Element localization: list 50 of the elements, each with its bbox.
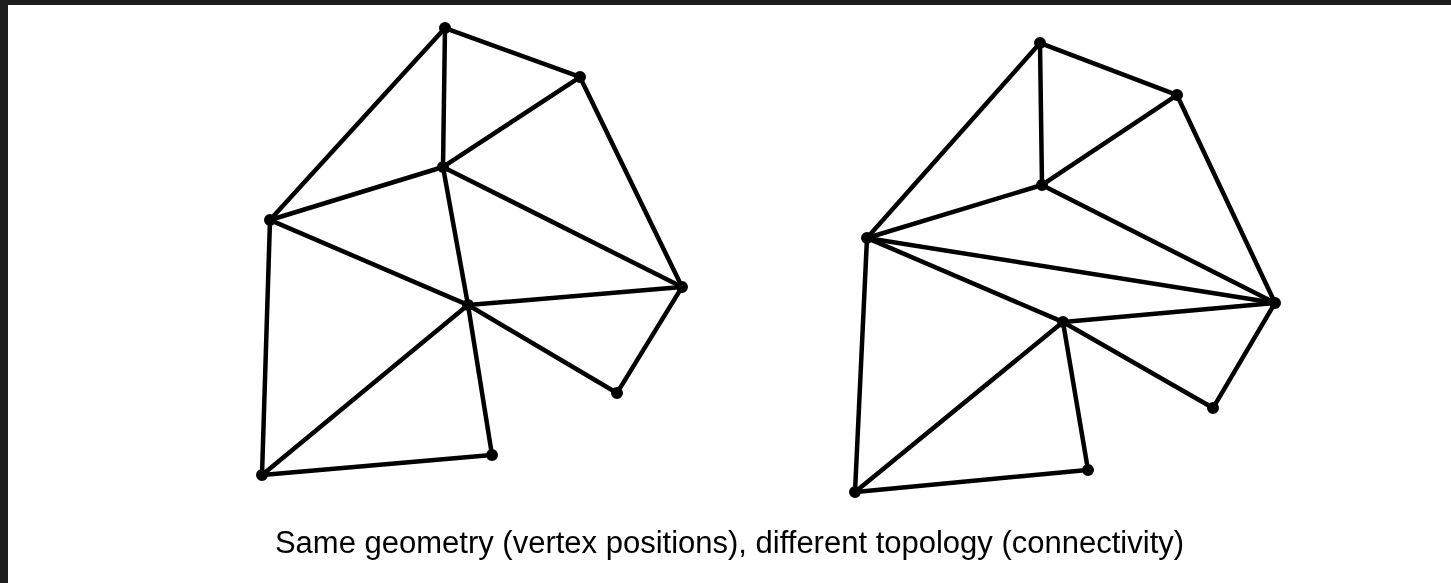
vertex-dot bbox=[462, 299, 474, 311]
caption: Same geometry (vertex positions), different topology (connectivity) bbox=[273, 525, 1186, 561]
vertex-dot bbox=[486, 449, 498, 461]
graph-edge bbox=[470, 305, 615, 393]
graph-edge bbox=[440, 31, 448, 164]
vertex-dot bbox=[264, 214, 276, 226]
graph-edge bbox=[1177, 98, 1275, 300]
vertex-dot bbox=[437, 161, 449, 173]
graph-edge bbox=[853, 241, 869, 489]
vertex-dot bbox=[1269, 297, 1281, 309]
graph-edge bbox=[441, 170, 470, 302]
graph-edge bbox=[264, 306, 466, 474]
vertex-dot bbox=[1057, 316, 1069, 328]
graph-edge bbox=[857, 323, 1061, 491]
graph-edge bbox=[1213, 305, 1275, 406]
graph-edge bbox=[1065, 322, 1211, 408]
vertex-dot bbox=[439, 22, 451, 34]
vertex-dot bbox=[1034, 37, 1046, 49]
vertex-dot bbox=[861, 232, 873, 244]
graph-edge bbox=[446, 167, 679, 287]
vertex-dot bbox=[574, 71, 586, 83]
vertex-dot bbox=[1082, 464, 1094, 476]
vertex-dot bbox=[676, 281, 688, 293]
graph-edge bbox=[617, 289, 682, 391]
graph-edge bbox=[259, 223, 273, 472]
graph-edge bbox=[271, 30, 444, 218]
graph-edge bbox=[870, 184, 1039, 239]
graph-edge bbox=[445, 78, 578, 166]
graph-edge bbox=[273, 166, 440, 221]
graph-edge bbox=[868, 45, 1039, 236]
graph-edge bbox=[1061, 325, 1090, 467]
graph-edge bbox=[1043, 42, 1174, 96]
graph-edge bbox=[265, 453, 489, 477]
vertex-dot bbox=[1207, 402, 1219, 414]
graph-edge bbox=[471, 285, 679, 307]
graph-edge bbox=[1037, 46, 1045, 182]
graph-edge bbox=[466, 308, 494, 452]
vertex-dot bbox=[849, 486, 861, 498]
vertex-dot bbox=[1036, 179, 1048, 191]
vertex-dot bbox=[1171, 89, 1183, 101]
graph-edge bbox=[858, 468, 1085, 494]
graph-edge bbox=[273, 220, 465, 305]
graph-edge bbox=[1045, 185, 1272, 303]
vertex-dot bbox=[611, 387, 623, 399]
graph-edge bbox=[580, 80, 682, 284]
graph-edge bbox=[1066, 301, 1272, 324]
vertex-dot bbox=[256, 469, 268, 481]
graph-edge bbox=[1044, 96, 1175, 184]
graph-edge bbox=[870, 238, 1060, 322]
graph-edge bbox=[448, 27, 577, 78]
